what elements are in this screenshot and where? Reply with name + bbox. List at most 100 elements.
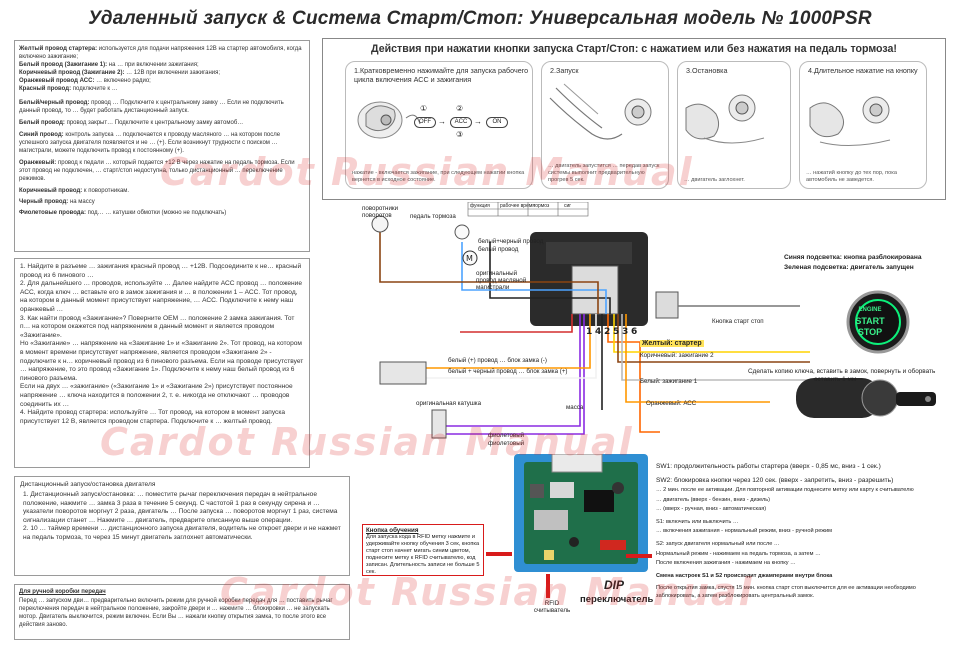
- step-2-head: 2.Запуск: [550, 66, 579, 75]
- wire-line-text: контроль запуска … подключается к провод…: [19, 132, 281, 154]
- wire-line: Белый провод: провод закрыт… Подключите …: [19, 119, 305, 127]
- engine-text: ENGINE: [858, 307, 882, 313]
- switch-line: После включения зажигания - нажимаем на …: [656, 560, 796, 567]
- switch-line: После открытия замка, спустя 15 мин. кно…: [656, 585, 916, 599]
- wire-line-text: … 12В при включении зажигания;: [126, 70, 221, 76]
- wire-line-text: провод к педали … который подается +12 В…: [19, 160, 295, 182]
- mainbox-wire-label-a: белый+черный провод: [478, 238, 544, 245]
- wire-line-text: используется для подачи напряжения 12В н…: [19, 46, 302, 60]
- start-text: START: [855, 316, 885, 326]
- pin-number: 4: [595, 327, 601, 337]
- step-4-illustration: [809, 96, 891, 147]
- switch-line: … двигатель (вверх - бензин, вниз - дизе…: [656, 496, 771, 503]
- lock-wire-label-b: белый + черный провод … блок замка (+): [448, 368, 568, 375]
- acc-wire-label: Оранжевый: АСС: [646, 400, 697, 407]
- step-number-2: ②: [456, 104, 464, 113]
- wire-line: Белый провод (Зажигание 1): на … при вкл…: [19, 61, 305, 69]
- step-4-head: 4.Длительное нажатие на кнопку: [808, 66, 918, 75]
- wire-line: Черный провод: на массу: [19, 198, 305, 206]
- key-note-label: Сделать копию ключа, вставить в замок, п…: [748, 368, 936, 375]
- step-3-card: 3.Остановка … двигатель заглохнет.: [677, 61, 791, 189]
- green-led-label: Зеленая подсветка: двигатель запущен: [784, 264, 914, 271]
- wire-line-text: подключите к …: [72, 86, 118, 92]
- wire-line-label: Фиолетовые провода:: [19, 210, 88, 216]
- step-1-head: 1.Кратковременно нажимайте для запуска р…: [354, 66, 529, 84]
- wire-line: Оранжевый провод АСС: … включено радио;: [19, 77, 305, 85]
- wire-line: Синий провод: контроль запуска … подключ…: [19, 131, 305, 155]
- table-head-brake: тормоз: [533, 203, 550, 209]
- ign1-wire-label: Белый: зажигание 1: [640, 378, 698, 385]
- pin-number: 6: [631, 327, 637, 337]
- wire-line: Фиолетовые провода: под… … катушки обмот…: [19, 209, 305, 217]
- learning-box: Кнопка обучения Для запуска кода в RFID …: [362, 524, 484, 576]
- ground-label: масса: [566, 404, 584, 411]
- arrow-icon: →: [474, 117, 482, 126]
- table-head-sig: сиг: [564, 203, 572, 209]
- rfid-label: RFID считыватель: [533, 600, 571, 614]
- svg-text:M: M: [466, 254, 473, 263]
- distance-line: 2. 10 … таймер времени … дистанционного …: [23, 525, 341, 541]
- wire-line-label: Черный провод:: [19, 199, 70, 205]
- watermark-3: Cardot Russian Manual: [220, 570, 754, 614]
- engine-start-stop-button[interactable]: ENGINE START STOP: [848, 300, 892, 344]
- page-title: Удаленный запуск & Система Старт/Стоп: У…: [88, 8, 872, 29]
- lock-wire-label-a: белый (+) провод … блок замка (-): [448, 357, 547, 364]
- ign2-wire-label: Коричневый: зажигание 2: [640, 352, 714, 359]
- wire-line-label: Коричневый провод:: [19, 188, 84, 194]
- coil-label: оригинальная катушка: [416, 400, 482, 407]
- wire-line-label: Коричневый провод (Зажигание 2):: [19, 70, 127, 76]
- off-state: OFF: [414, 117, 436, 128]
- mainbox-wire-label-b: белый провод: [478, 246, 519, 253]
- install-line: 3. Как найти провод «Зажигание»? Поверни…: [20, 314, 295, 339]
- wire-line-text: на … при включении зажигания;: [108, 62, 199, 68]
- wire-line-text: под… … катушки обмотки (можно не подключ…: [87, 210, 227, 216]
- violet-wire-label-1: фиолетовый: [488, 432, 525, 439]
- dip-switch-label: переключатель: [580, 594, 654, 605]
- switch-list: SW1: продолжительность работы стартера (…: [656, 460, 944, 601]
- install-list: 1. Найдите в разъеме … зажигания красный…: [20, 263, 305, 426]
- step-1-foot: нажатие - включается зажигание, при след…: [352, 170, 525, 183]
- step-4-card: 4.Длительное нажатие на кнопку … нажатий…: [799, 61, 927, 189]
- install-line: 2. Для дальнейшего … проводов, используй…: [20, 280, 303, 313]
- switch-line: SW1: продолжительность работы стартера (…: [656, 463, 881, 470]
- wire-line-label: Красный провод:: [19, 86, 73, 92]
- dip-label: DIP: [604, 578, 625, 592]
- switch-line: SW2: блокировка кнопки через 120 сек. (в…: [656, 477, 894, 484]
- brake-pedal-label: педаль тормоза: [410, 213, 456, 220]
- wire-line: Оранжевый: провод к педали … который под…: [19, 159, 305, 183]
- wire-line: Желтый провод стартера: используется для…: [19, 45, 305, 61]
- step-number-3: ③: [456, 130, 464, 139]
- switch-line: … (вверх - ручная, вниз - автоматическая…: [656, 506, 767, 513]
- switch-line: Смена настроек S1 и S2 происходит джампе…: [656, 572, 833, 579]
- arrow-icon: →: [438, 117, 446, 126]
- acc-state: ACC: [450, 117, 472, 128]
- distance-list: 1. Дистанционный запуск/остановка: … пом…: [23, 491, 343, 543]
- wire-line: Коричневый провод: к поворотникам.: [19, 187, 305, 195]
- table-head-function: функция: [470, 203, 490, 209]
- wire-line-text: к поворотникам.: [83, 188, 130, 194]
- switch-line: … 2 мин. после ее активации. Для повторн…: [656, 487, 914, 493]
- switches-panel: SW1: продолжительность работы стартера (…: [654, 458, 946, 642]
- wire-line-label: Оранжевый провод АСС:: [19, 78, 97, 84]
- install-line: Но «Зажигание» … напряжение на «Зажигани…: [20, 340, 304, 382]
- install-panel: 1. Найдите в разъеме … зажигания красный…: [14, 258, 310, 468]
- pin-number: 3: [622, 327, 628, 337]
- manual-heading: Для ручной коробки передач: [19, 589, 106, 595]
- install-line: 1. Найдите в разъеме … зажигания красный…: [20, 263, 302, 279]
- arrow-down-icon: [546, 574, 550, 598]
- distance-heading: Дистанционный запуск/остановка двигателя: [20, 481, 156, 488]
- circuit-board: [514, 454, 648, 572]
- distance-panel: Дистанционный запуск/остановка двигателя…: [14, 476, 350, 576]
- wires-panel: Желтый провод стартера: используется для…: [14, 40, 310, 252]
- turn-signals-label: поворотники поворотов: [362, 205, 399, 219]
- step-3-illustration: [685, 94, 765, 144]
- step-2-foot: … двигатель запустится … передав запуск …: [548, 163, 660, 183]
- switch-line: S2: запуск двигателя нормальный или посл…: [656, 540, 780, 547]
- oil-line-label: оригинальный провод масляной магистрали: [476, 270, 527, 291]
- wire-line-text: провод … Подключите к центральному замку…: [19, 100, 284, 114]
- switch-line: Нормальный режим - нажимаем на педаль то…: [656, 550, 821, 557]
- wire-line-label: Белый провод:: [19, 120, 67, 126]
- violet-wire-label-2: фиолетовый: [488, 440, 525, 447]
- key-note-label-2: оставить 1 мм: [814, 376, 857, 383]
- step-3-head: 3.Остановка: [686, 66, 728, 75]
